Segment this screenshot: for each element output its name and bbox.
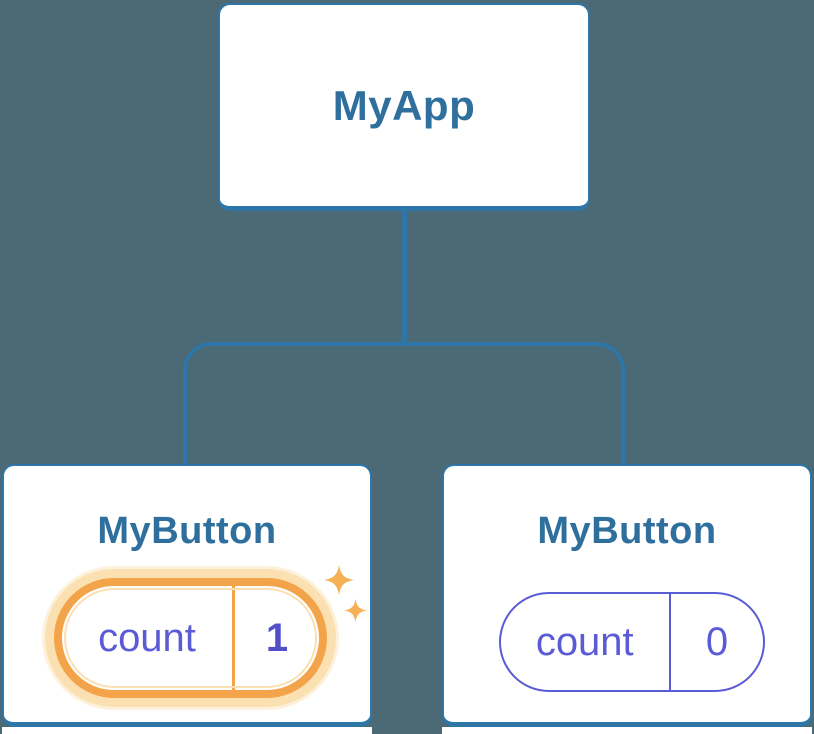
card-bottom-strip — [2, 727, 372, 734]
connector-bracket — [183, 342, 625, 464]
child-component-name: MyButton — [97, 510, 277, 552]
pill-divider — [668, 594, 671, 690]
child-component-card: MyButton count 0 — [442, 464, 812, 727]
root-component-card: MyApp — [218, 3, 590, 211]
state-pill-highlighted: count 1 — [54, 578, 327, 698]
child-component-card-updated: MyButton count 1 — [2, 464, 372, 727]
state-label: count — [535, 619, 634, 664]
child-component-name: MyButton — [537, 510, 717, 552]
state-label: count — [98, 615, 196, 660]
root-component-name: MyApp — [332, 81, 476, 129]
sparkle-icon-small — [344, 599, 367, 622]
connector-stem — [402, 211, 407, 346]
pill-divider — [232, 586, 235, 690]
state-pill: count 0 — [499, 592, 765, 692]
card-bottom-strip — [442, 727, 812, 734]
state-value: 0 — [705, 619, 729, 664]
state-value: 1 — [265, 615, 289, 660]
sparkle-icon — [324, 565, 354, 595]
